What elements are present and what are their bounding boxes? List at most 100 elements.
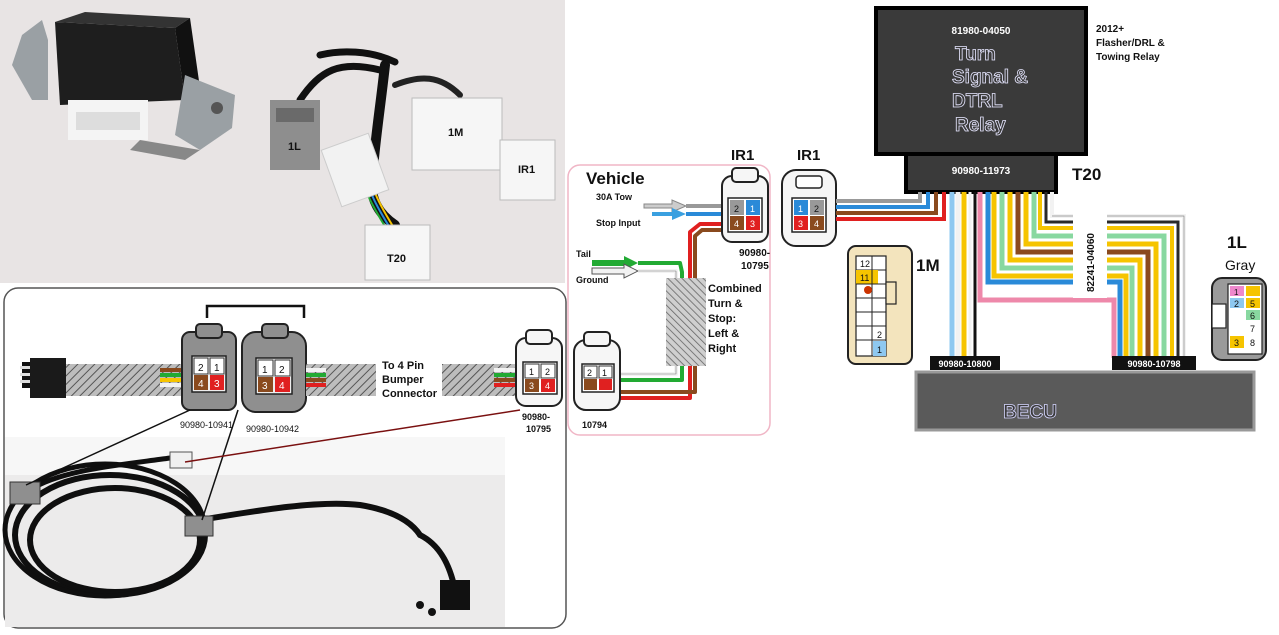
combined-4: Left & [708, 328, 739, 340]
svg-text:2: 2 [279, 365, 285, 376]
relay-subpart: 90980-11973 [952, 166, 1011, 177]
svg-text:2: 2 [587, 368, 592, 378]
ir1-label-middle: IR1 [731, 147, 754, 164]
svg-text:3: 3 [1234, 338, 1239, 348]
relay-note-1: 2012+ [1096, 24, 1124, 35]
relay-note-3: Towing Relay [1096, 52, 1160, 63]
connector-ir1-photo [499, 139, 556, 201]
connector-10794: 2 1 [573, 331, 621, 411]
connector-1l: 1 2 5 6 7 3 8 [1211, 277, 1267, 361]
svg-text:3: 3 [750, 219, 755, 229]
four-pin-plug [20, 358, 66, 398]
tail-label: Tail [576, 249, 591, 259]
svg-text:11: 11 [860, 273, 869, 283]
connector-1m-photo [411, 97, 503, 171]
label-90980-10800: 90980-10800 [938, 359, 991, 369]
photo-label-ir1: IR1 [518, 164, 535, 176]
connector-ir1-middle: 2 1 4 3 [721, 167, 769, 243]
relay-module-photo [12, 12, 235, 160]
svg-text:1: 1 [750, 204, 755, 214]
combined-1: Combined [708, 283, 762, 295]
photo-label-1m: 1M [448, 127, 463, 139]
ir1-part-b: 10795 [741, 261, 769, 272]
bar-90980-10798 [1112, 356, 1196, 370]
connector-1m: 12 11 2 1 [847, 245, 913, 365]
ground-arrow [591, 263, 640, 279]
svg-text:2: 2 [198, 363, 204, 374]
leader-line-b [201, 409, 239, 521]
ir1-label-right: IR1 [797, 147, 820, 164]
svg-text:8: 8 [1250, 338, 1255, 348]
becu-label: BECU [1003, 402, 1057, 423]
ir1-to-relay-wires [836, 192, 946, 221]
ir1-part-a: 90980- [739, 248, 770, 259]
svg-text:4: 4 [198, 379, 204, 390]
svg-text:2: 2 [877, 330, 882, 340]
svg-text:2: 2 [1234, 299, 1239, 309]
ground-label: Ground [576, 275, 609, 285]
svg-text:4: 4 [814, 219, 819, 229]
stop-input-label: Stop Input [596, 218, 641, 228]
photo-label-t20: T20 [387, 253, 406, 265]
svg-text:3: 3 [529, 381, 534, 391]
svg-text:1: 1 [877, 345, 882, 355]
label-10794: 10794 [582, 420, 607, 430]
svg-text:2: 2 [734, 204, 739, 214]
svg-text:5: 5 [1250, 299, 1255, 309]
relay-line-4: Relay [955, 115, 1006, 136]
label-tag-photo [320, 132, 390, 208]
svg-text:7: 7 [1250, 324, 1255, 334]
combined-3: Stop: [708, 313, 736, 325]
trailer-harness-panel: 2 1 4 3 1 2 3 4 90980-10941 90980-10942 … [2, 287, 567, 629]
bumper-text-1: To 4 Pin [382, 360, 424, 372]
connector-1m-label: 1M [916, 256, 940, 275]
connector-ir1-right: 1 2 3 4 [781, 169, 837, 247]
combined-5: Right [708, 343, 736, 355]
connector-90980-10942: 1 2 3 4 [241, 323, 307, 413]
relay-line-2: Signal & [952, 67, 1028, 88]
leader-line-a [25, 409, 191, 486]
connector-1l-label: 1L [1227, 233, 1247, 252]
svg-text:1: 1 [262, 365, 268, 376]
becu-module [914, 370, 1256, 432]
svg-text:3: 3 [262, 381, 268, 392]
vehicle-label: Vehicle [586, 169, 645, 188]
bumper-text-3: Connector [382, 388, 438, 400]
connector-90980-10941: 2 1 4 3 [181, 323, 237, 411]
bumper-text-2: Bumper [382, 374, 424, 386]
product-photo: 1L 1M IR1 T20 [0, 0, 565, 283]
label-90980-10942: 90980-10942 [246, 424, 299, 434]
relay-box: 81980-04050 Turn Signal & DTRL Relay [874, 6, 1088, 156]
vertical-part-label: 82241-04060 [1086, 233, 1097, 292]
vehicle-connection-panel: Vehicle 30A Tow Stop Input Tail Ground C… [567, 147, 771, 436]
vertical-part-bg [1073, 214, 1107, 298]
svg-text:1: 1 [602, 368, 607, 378]
connector-1l-color: Gray [1225, 257, 1255, 273]
middle-hatch-bundle [666, 278, 706, 366]
svg-text:4: 4 [734, 219, 739, 229]
label-left-10795-b: 10795 [526, 424, 551, 434]
svg-text:6: 6 [1250, 311, 1255, 321]
svg-text:1: 1 [1234, 288, 1239, 297]
tow-label: 30A Tow [596, 192, 633, 202]
svg-text:1: 1 [214, 363, 220, 374]
relay-line-3: DTRL [952, 91, 1003, 112]
label-left-10795-a: 90980- [522, 412, 550, 422]
label-90980-10798: 90980-10798 [1127, 359, 1180, 369]
svg-text:1: 1 [529, 367, 534, 377]
relay-line-1: Turn [955, 44, 996, 65]
svg-text:3: 3 [798, 219, 803, 229]
combined-2: Turn & [708, 298, 743, 310]
svg-text:2: 2 [814, 204, 819, 214]
svg-text:4: 4 [279, 381, 285, 392]
photo-label-1l: 1L [288, 141, 301, 153]
harness-coil-photo [2, 437, 505, 627]
tow-arrow [643, 199, 688, 213]
mating-bracket [205, 304, 306, 318]
label-90980-10941: 90980-10941 [180, 420, 233, 430]
relay-to-1m-wires [949, 192, 1117, 358]
relay-part-number: 81980-04050 [952, 26, 1011, 37]
relay-wiring-panel: 81980-04050 Turn Signal & DTRL Relay 909… [781, 6, 1267, 432]
leader-line-c [184, 409, 521, 463]
svg-text:1: 1 [798, 204, 803, 214]
